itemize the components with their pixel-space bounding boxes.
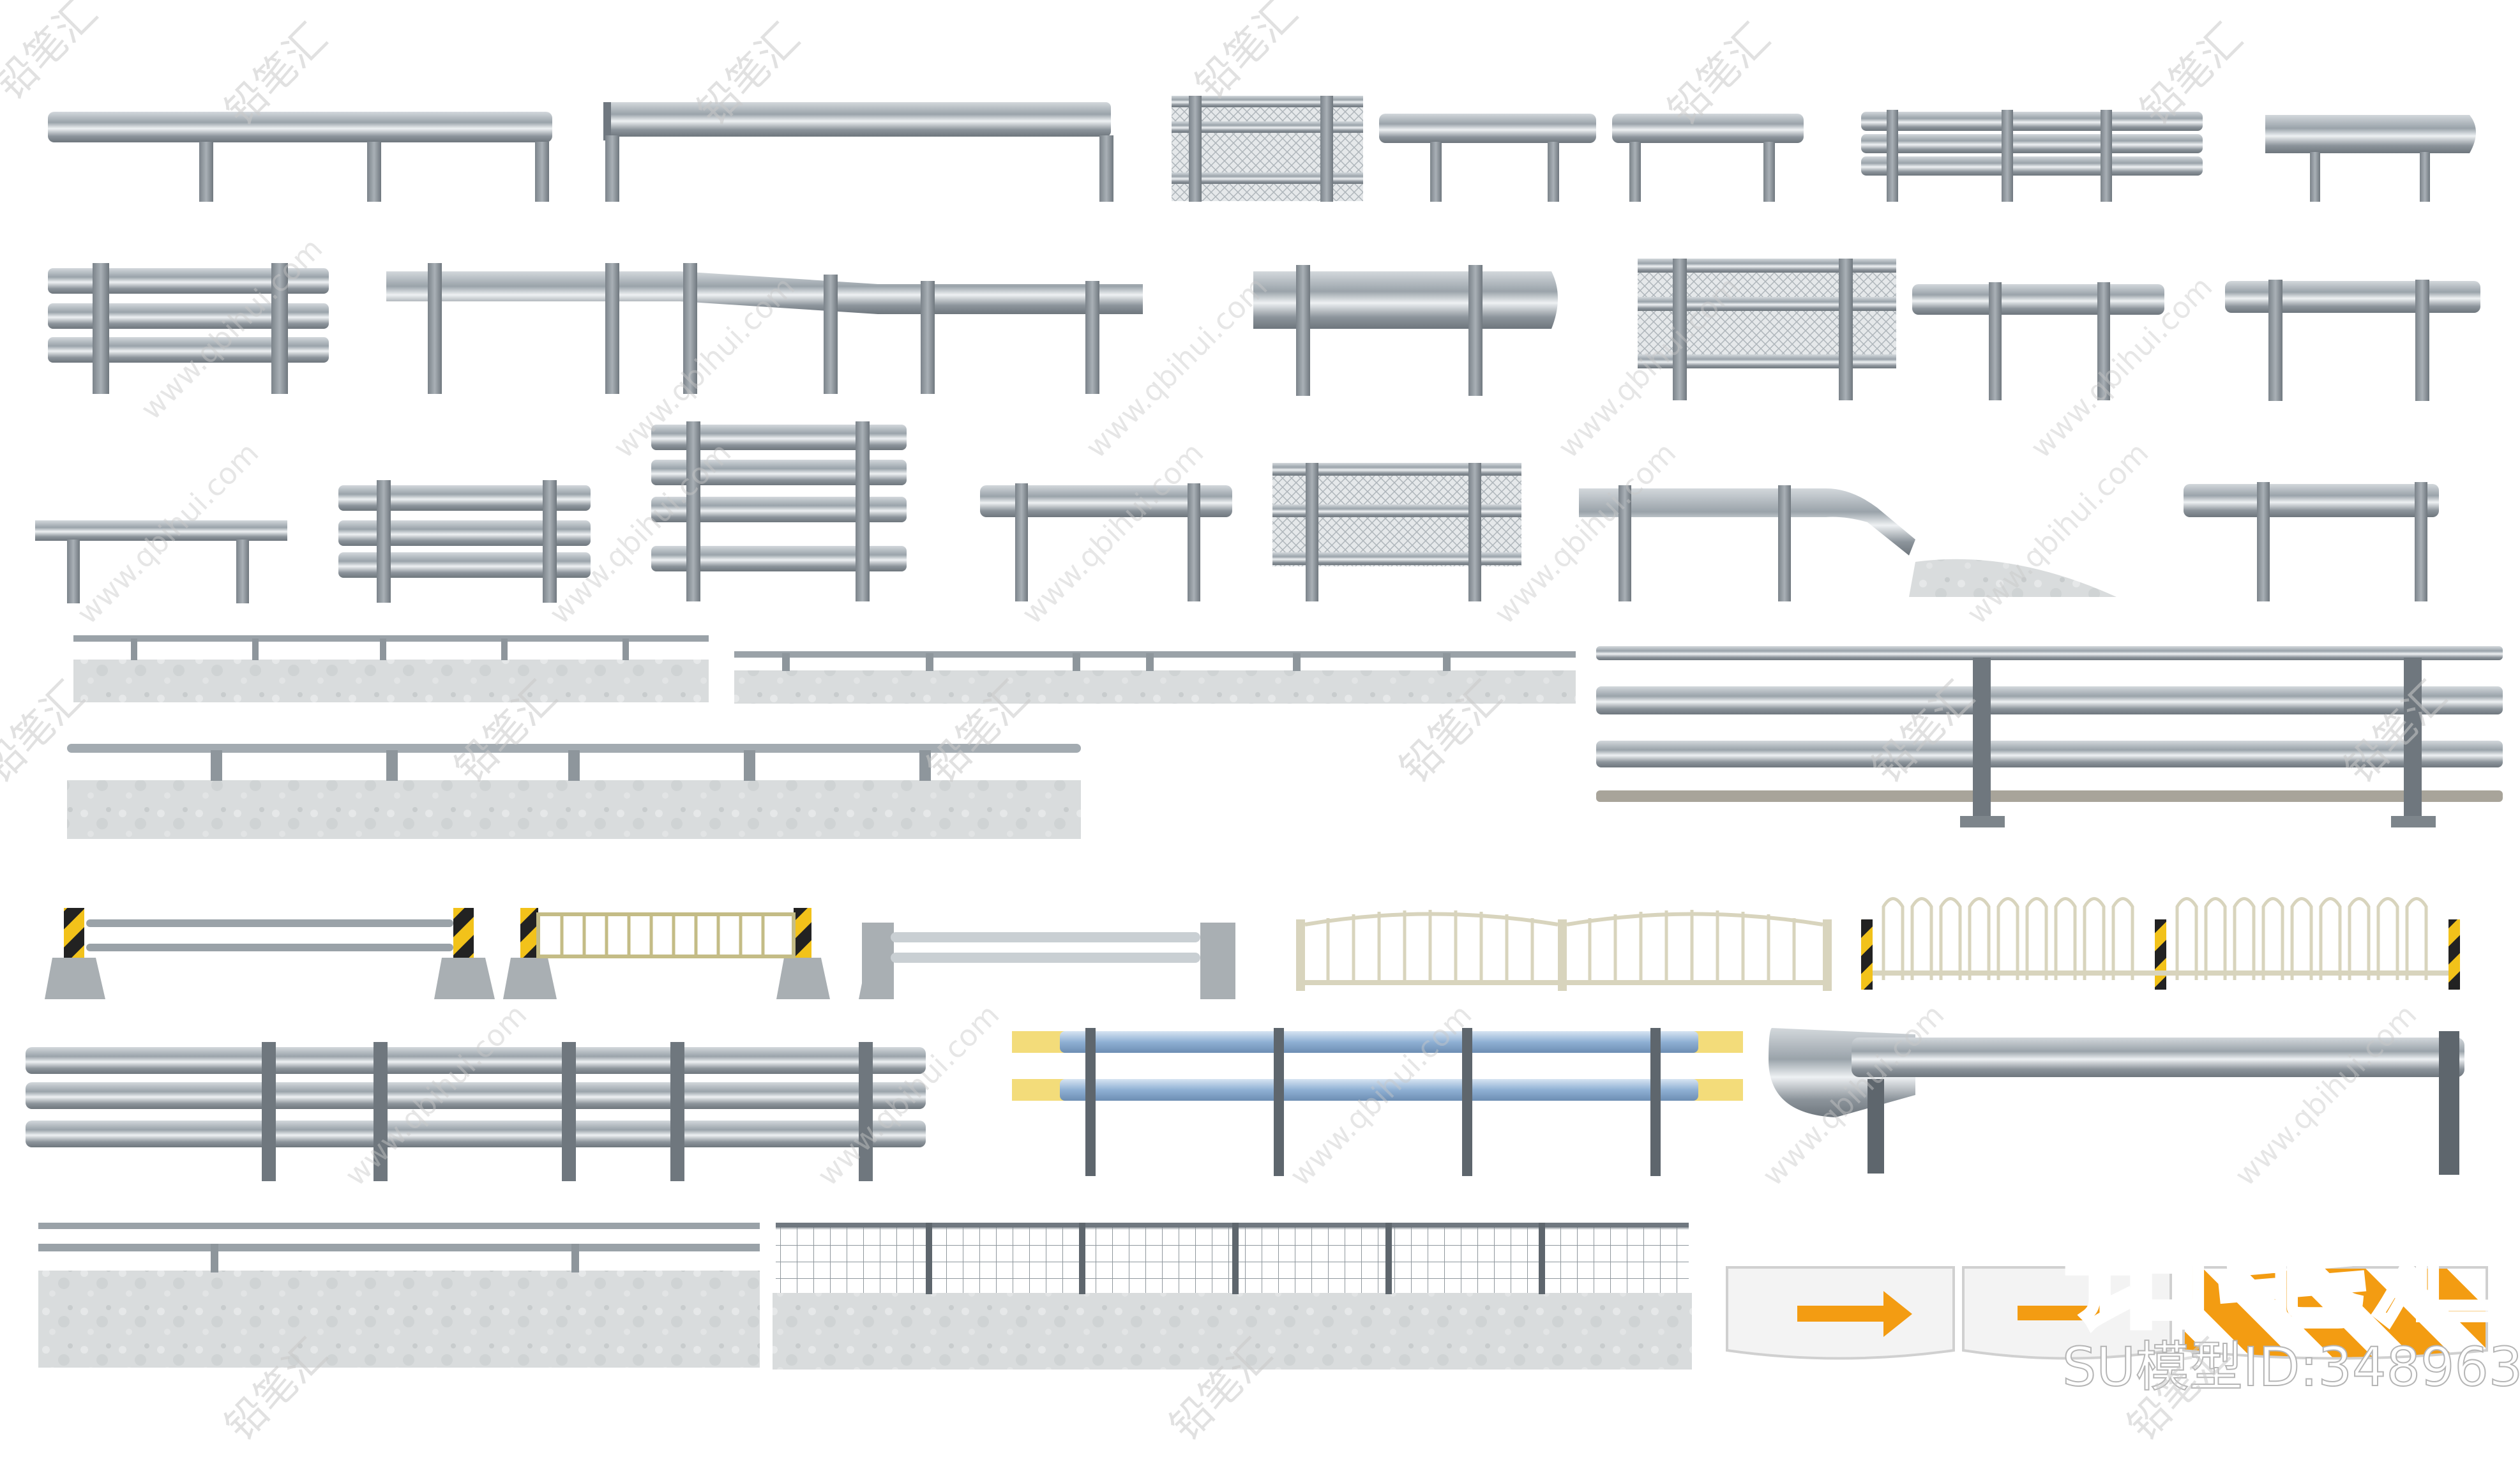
guardrail-item-24-end-terminal	[1769, 1028, 2464, 1175]
svg-text:SU模型ID:348963: SU模型ID:348963	[2062, 1336, 2520, 1398]
brand-watermark-logo: 铅笔汇 SU模型ID:348963	[2059, 1166, 2520, 1399]
guardrail-item-9-transition	[386, 263, 1143, 394]
barrier-hazard-2	[503, 908, 830, 999]
guardrail-item-2	[603, 102, 1113, 202]
guardrail-item-22-triple-long	[26, 1042, 926, 1181]
guardrail-item-6-triple	[1861, 110, 2203, 202]
concrete-barrier-mesh	[773, 1223, 1692, 1370]
guardrail-item-7-terminal	[2265, 115, 2476, 202]
guardrail-item-10	[1253, 265, 1558, 396]
guardrail-item-3-mesh	[1172, 96, 1363, 202]
guardrail-item-20	[2184, 482, 2439, 601]
water-barrier-arrows	[1726, 1266, 2488, 1360]
concrete-barrier-3	[67, 744, 1081, 839]
fence-arched-cream	[1296, 910, 1832, 991]
guardrail-item-14-single	[35, 520, 287, 603]
guardrail-item-5	[1612, 114, 1804, 202]
svg-text:www.qbihui.com: www.qbihui.com	[1960, 435, 2155, 631]
barrier-concrete-blocks	[859, 923, 1235, 999]
guardrail-item-19-ramp	[1579, 485, 2116, 601]
concrete-barrier-4	[38, 1223, 760, 1368]
guardrail-item-16-quad	[651, 421, 907, 601]
barrier-hazard-1	[45, 908, 495, 999]
svg-text:铅笔汇: 铅笔汇	[1187, 0, 1307, 109]
guardrail-item-12	[1912, 282, 2164, 400]
guardrail-item-11-mesh	[1638, 259, 1896, 400]
guardrail-item-4	[1379, 114, 1596, 202]
svg-text:www.qbihui.com: www.qbihui.com	[1015, 435, 1211, 631]
guardrail-item-23-blue	[1012, 1028, 1743, 1176]
svg-text:www.qbihui.com: www.qbihui.com	[2228, 997, 2424, 1193]
guardrail-item-21-heavy	[1596, 646, 2503, 827]
fence-loops-cream	[1861, 897, 2460, 990]
guardrail-item-17	[980, 483, 1232, 601]
svg-text:铅笔汇: 铅笔汇	[2062, 1170, 2520, 1348]
guardrail-item-18-mesh	[1272, 463, 1521, 601]
guardrail-item-1	[48, 112, 552, 202]
guardrail-item-8-triple	[48, 263, 329, 394]
svg-text:铅笔汇: 铅笔汇	[0, 0, 107, 109]
concrete-barrier-1	[73, 635, 709, 702]
guardrail-item-15-triple	[338, 480, 591, 603]
guardrail-item-13	[2225, 280, 2480, 401]
concrete-barrier-2	[734, 651, 1576, 704]
